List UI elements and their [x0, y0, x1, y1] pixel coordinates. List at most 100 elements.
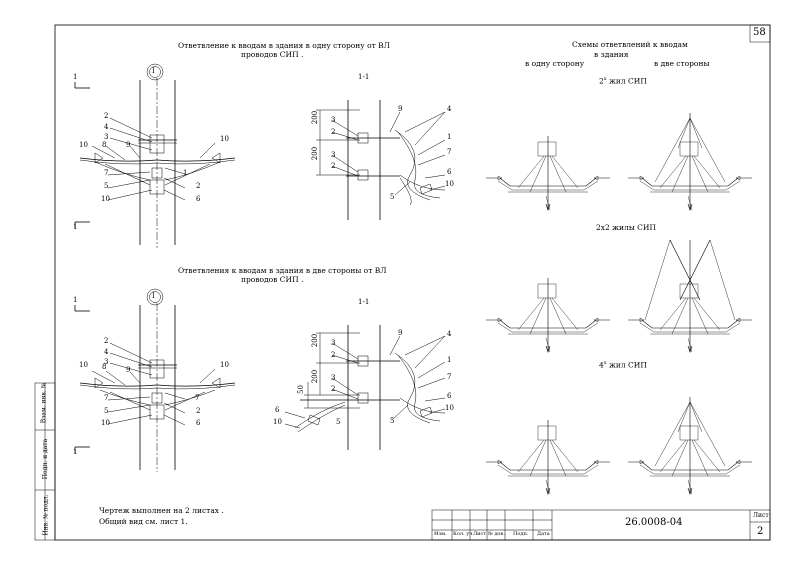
- callout: 3: [331, 116, 336, 124]
- page-number-box: [749, 24, 771, 43]
- callout: 3: [331, 374, 336, 382]
- top-cut-mark-lower: 1: [73, 223, 78, 231]
- callout: 9: [398, 105, 403, 113]
- callout: 2: [104, 112, 109, 120]
- scheme-row1-two-sides: [628, 113, 752, 211]
- callout: 10: [220, 135, 229, 143]
- callout: 7: [104, 169, 109, 177]
- top-circle-label: I: [152, 67, 155, 75]
- bottom-title-line1: Ответвления к вводам в здания в две стор…: [178, 266, 387, 275]
- tb-col-kol: Кол. уч.: [453, 531, 475, 537]
- callout: 10: [101, 419, 110, 427]
- dim-200: 200: [311, 369, 320, 384]
- callout: 4: [104, 123, 109, 131]
- callout: 8: [102, 141, 107, 149]
- tb-col-izm: Изм.: [434, 531, 447, 537]
- callout: 3: [104, 358, 109, 366]
- callout: 10: [445, 180, 454, 188]
- callout: 5: [104, 182, 109, 190]
- top-section-view: [316, 100, 446, 220]
- callout: 8: [102, 363, 107, 371]
- detail-circle-bottom: [146, 288, 164, 306]
- callout: 2: [331, 128, 336, 136]
- top-section-label: 1-1: [358, 73, 370, 81]
- bottom-cut-mark-upper: 1: [73, 296, 78, 304]
- bottom-section-label: 1-1: [358, 298, 370, 306]
- callout: 5: [390, 417, 395, 425]
- stamp-inv: Инв. № подл.: [42, 494, 50, 536]
- tb-col-list: Лист: [473, 531, 487, 537]
- dim-200: 200: [311, 110, 320, 125]
- scheme-row1-label: 2х жил СИП: [599, 76, 647, 86]
- bottom-circle-label: I: [152, 292, 155, 300]
- callout: 3: [104, 133, 109, 141]
- note-line1: Чертеж выполнен на 2 листах .: [99, 506, 224, 515]
- callout: 10: [273, 418, 282, 426]
- callout: 7: [195, 394, 200, 402]
- scheme-row3-two-sides: [628, 397, 752, 495]
- callout: 10: [79, 141, 88, 149]
- callout: 10: [220, 361, 229, 369]
- callout: 1: [447, 133, 452, 141]
- title-block: [431, 509, 771, 541]
- callout: 1: [183, 169, 188, 177]
- callout: 9: [126, 366, 131, 374]
- callout: 10: [445, 404, 454, 412]
- callout: 4: [447, 105, 452, 113]
- callout: 2: [331, 351, 336, 359]
- sheet-number: 2: [757, 526, 764, 537]
- callout: 5: [390, 193, 395, 201]
- dim-200: 200: [311, 146, 320, 161]
- scheme-row1-one-side: [486, 136, 610, 211]
- callout: 6: [447, 392, 452, 400]
- callout: 6: [196, 195, 201, 203]
- note-line2: Общий вид см. лист 1.: [99, 517, 188, 526]
- callout: 6: [275, 406, 280, 414]
- scheme-row2-two-sides: [628, 239, 752, 353]
- scheme-diagrams: [486, 113, 752, 495]
- left-stamp: [34, 382, 56, 541]
- top-cut-mark-upper: 1: [73, 73, 78, 81]
- callout: 2: [331, 385, 336, 393]
- callout: 10: [101, 195, 110, 203]
- callout: 3: [331, 151, 336, 159]
- callout: 4: [447, 330, 452, 338]
- bottom-title-line2: проводов СИП .: [241, 275, 304, 284]
- stamp-vzam: Взам. инв. №: [40, 382, 48, 424]
- callout: 7: [104, 394, 109, 402]
- scheme-row2-label: 2х2 жилы СИП: [596, 223, 656, 232]
- callout: 5: [104, 407, 109, 415]
- callout: 7: [447, 373, 452, 381]
- callout: 2: [104, 337, 109, 345]
- top-title-line1: Ответвление к вводам в здания в одну сто…: [178, 41, 390, 50]
- schemes-two-sides: в две стороны: [654, 59, 710, 68]
- page-number: 58: [753, 27, 766, 38]
- top-front-view: [74, 63, 236, 248]
- tb-col-podp: Подп.: [513, 531, 529, 537]
- top-title-line2: проводов СИП .: [241, 50, 304, 59]
- callout: 7: [447, 148, 452, 156]
- scheme-row2-one-side: [486, 278, 610, 353]
- stamp-podp: Подп. и дата: [42, 438, 50, 480]
- sheet-label: Лист: [753, 512, 769, 519]
- dim-200: 200: [311, 333, 320, 348]
- callout: 5: [336, 418, 341, 426]
- callout: 6: [196, 419, 201, 427]
- callout: 2: [196, 407, 201, 415]
- callout: 9: [126, 141, 131, 149]
- callout: 2: [331, 162, 336, 170]
- schemes-title-line2: в здания: [594, 50, 629, 59]
- bottom-front-view: [74, 288, 236, 472]
- callout: 6: [447, 168, 452, 176]
- schemes-one-side: в одну сторону: [525, 59, 585, 68]
- tb-col-date: Дата: [537, 531, 550, 537]
- callout: 4: [104, 348, 109, 356]
- bottom-cut-mark-lower: 1: [73, 448, 78, 456]
- scheme-row3-label: 4х жил СИП: [599, 360, 647, 370]
- dim-50: 50: [296, 385, 305, 394]
- callout: 9: [398, 329, 403, 337]
- bottom-section-view: [284, 325, 446, 450]
- tb-col-ndoc: № док.: [488, 531, 506, 537]
- schemes-title-line1: Схемы ответвлений к вводам: [572, 40, 688, 49]
